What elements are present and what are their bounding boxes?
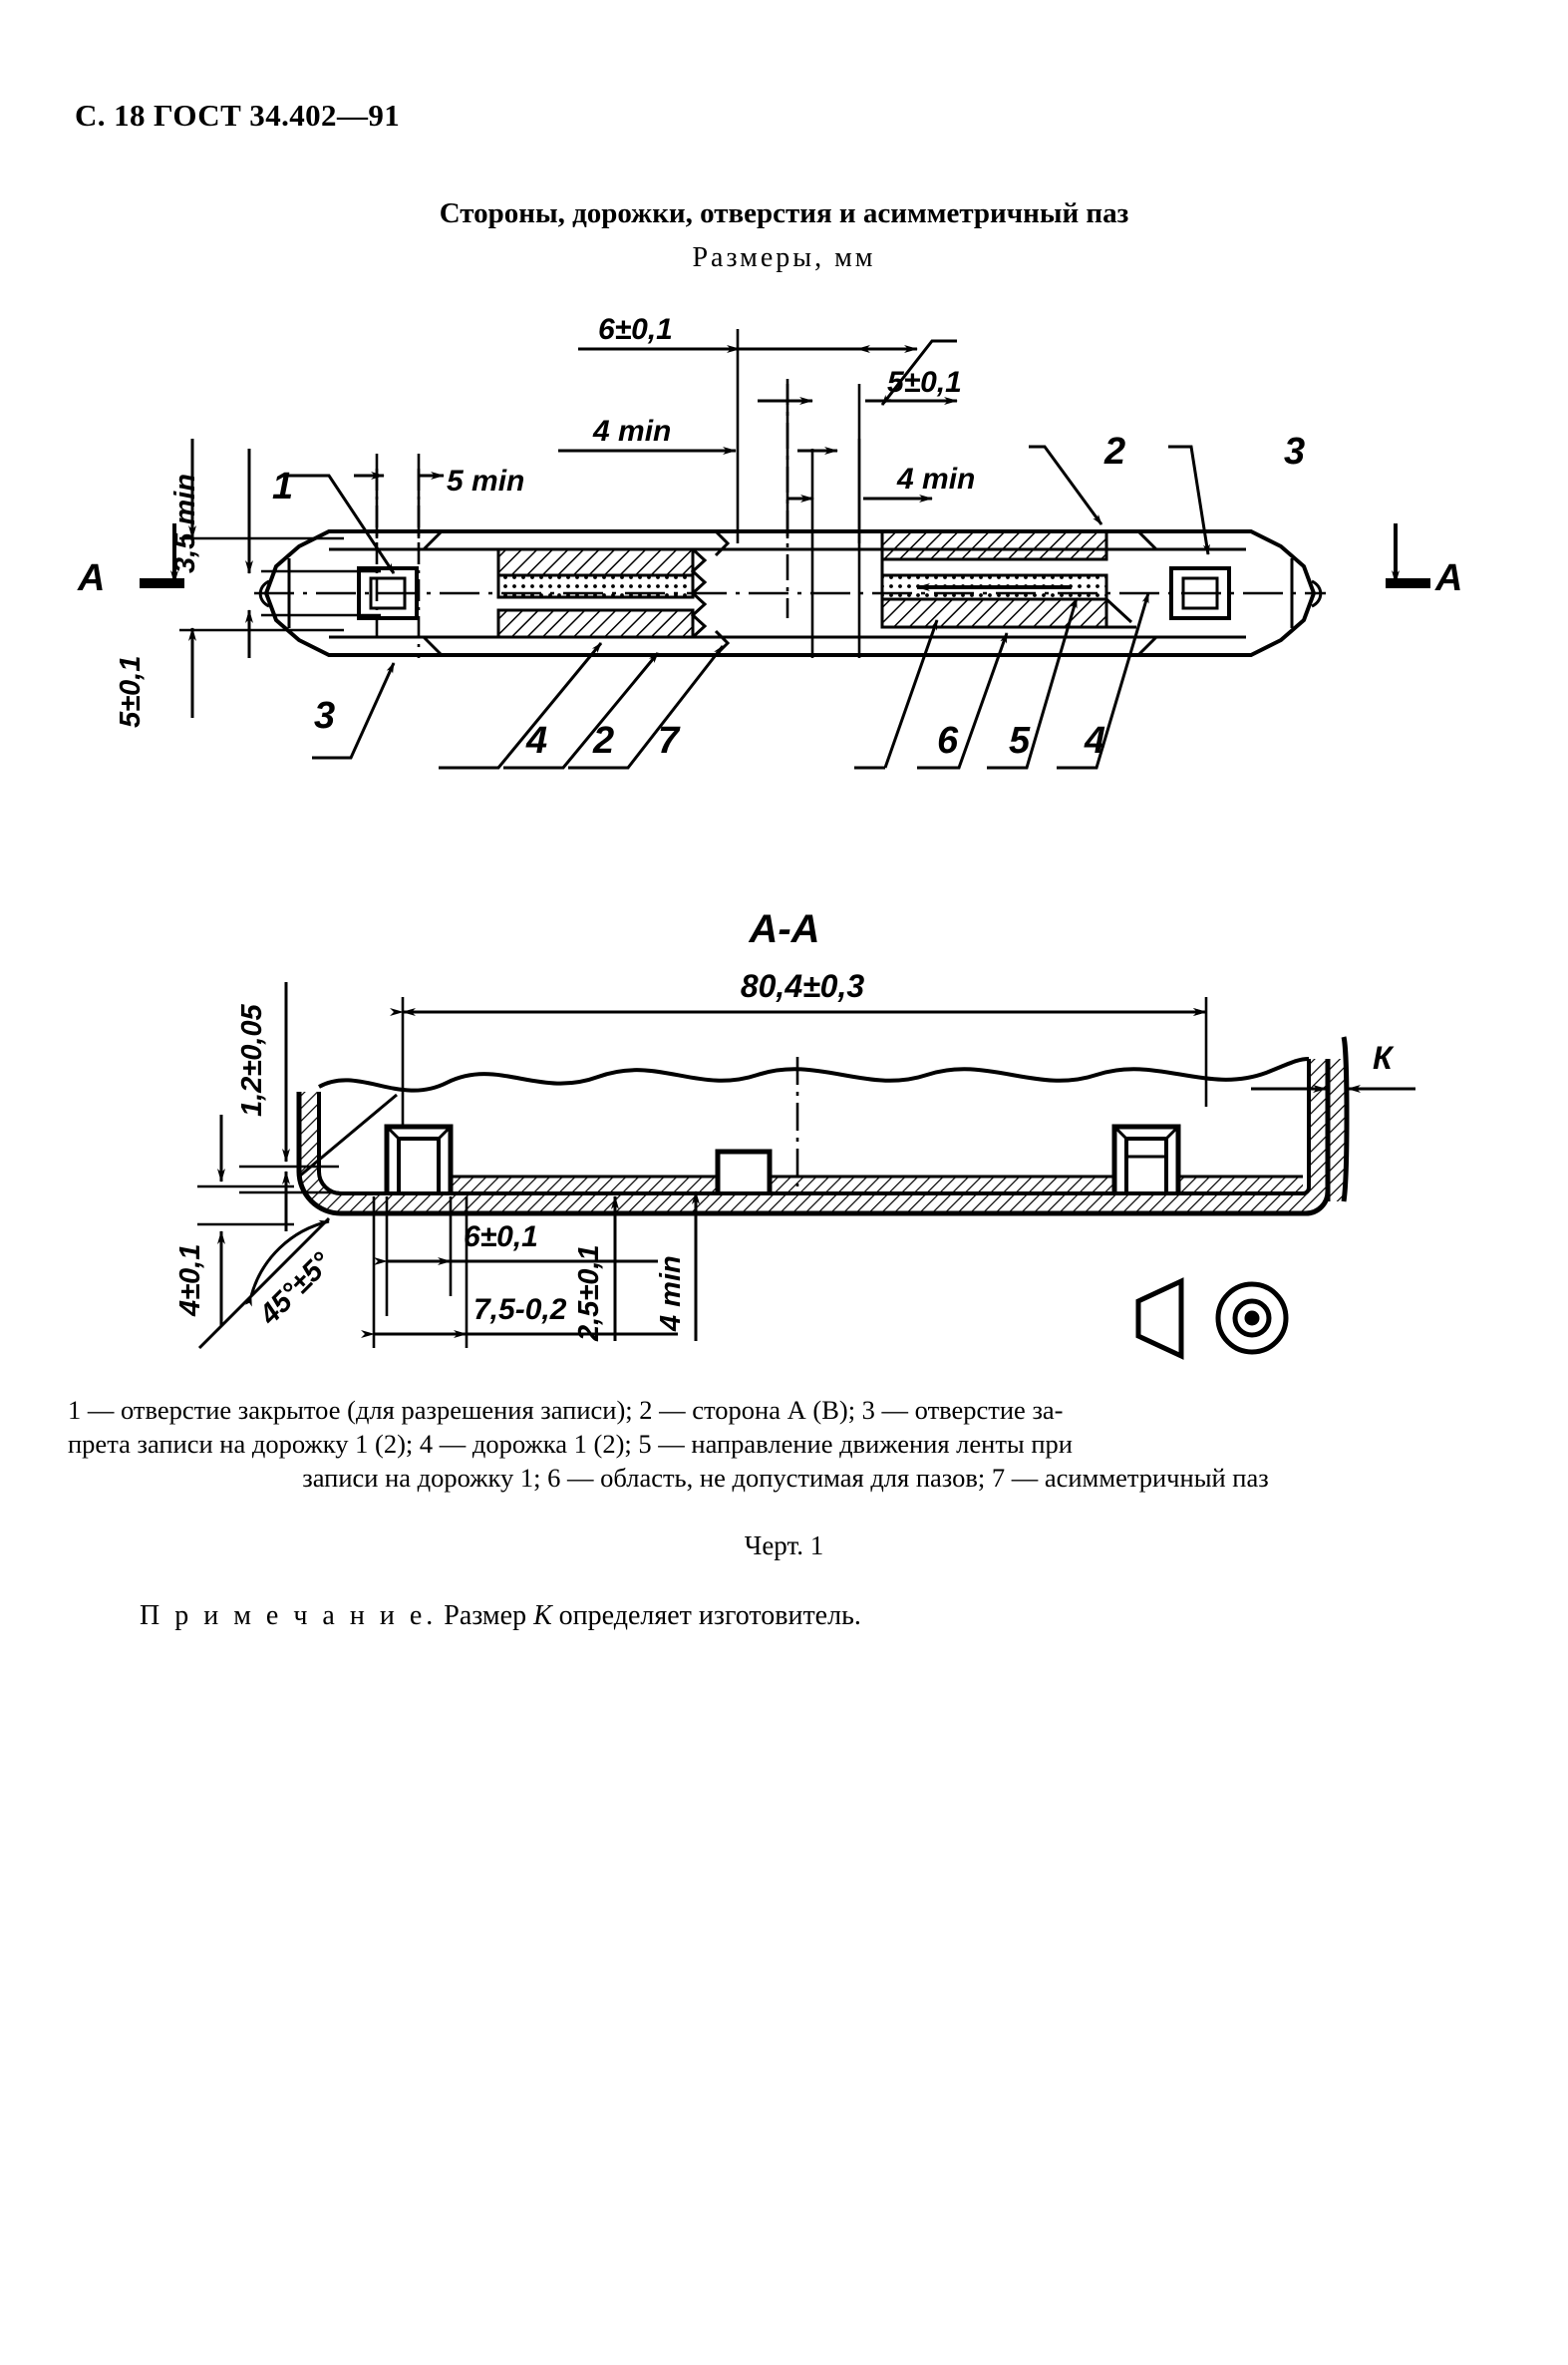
dim-4min-left: 4 min xyxy=(592,415,671,448)
note-label: П р и м е ч а н и е. xyxy=(140,1600,438,1631)
dim-804: 80,4±0,3 xyxy=(741,968,865,1004)
callout-6-bottom: 6 xyxy=(937,720,959,762)
dim-4min-sec: 4 min xyxy=(655,1255,687,1332)
dim-75: 7,5-0,2 xyxy=(473,1293,567,1326)
figure-number: Черт. 1 xyxy=(744,1530,824,1560)
callout-3-top: 3 xyxy=(1284,431,1305,473)
callout-1-top: 1 xyxy=(272,466,293,507)
callout-3-left: 3 xyxy=(314,695,335,737)
dim-5-01-left: 5±0,1 xyxy=(115,656,147,728)
dim-12: 1,2±0,05 xyxy=(236,1003,268,1117)
section-mark-right-a: А xyxy=(1434,557,1462,599)
callout-4-bottom: 4 xyxy=(525,720,547,762)
callout-5-bottom: 5 xyxy=(1009,720,1031,762)
running-head: С. 18 ГОСТ 34.402—91 xyxy=(75,98,401,133)
callout-2-top: 2 xyxy=(1103,431,1125,473)
note-text-before: Размер xyxy=(437,1600,534,1631)
section-title-a-a: А-А xyxy=(748,907,819,951)
dim-5min: 5 min xyxy=(447,465,524,498)
dim-angle: 45°±5° xyxy=(253,1246,338,1331)
dim-4min-right: 4 min xyxy=(896,463,975,496)
caption-line-1: 1 — отверстие закрытое (для разрешения з… xyxy=(68,1395,1064,1425)
note-symbol: К xyxy=(533,1600,552,1631)
figure-subtitle: Размеры, мм xyxy=(692,242,876,273)
callout-7-bottom: 7 xyxy=(658,720,681,762)
dim-5-01-top: 5±0,1 xyxy=(887,366,962,399)
figure-title: Стороны, дорожки, отверстия и асимметрич… xyxy=(439,197,1129,229)
dim-25pm01: 2,5±0,1 xyxy=(573,1244,605,1342)
callout-4-right: 4 xyxy=(1084,720,1105,762)
note-block: П р и м е ч а н и е. Размер К определяет… xyxy=(140,1600,861,1632)
caption-line-3: записи на дорожку 1; 6 — область, не доп… xyxy=(302,1462,1269,1493)
section-mark-left-a: А xyxy=(77,557,105,599)
caption-line-2: прета записи на дорожку 1 (2); 4 — дорож… xyxy=(68,1428,1073,1459)
dim-4pm01: 4±0,1 xyxy=(174,1244,206,1317)
figure-caption: 1 — отверстие закрытое (для разрешения з… xyxy=(68,1394,1503,1496)
dim-6pm01: 6±0,1 xyxy=(464,1220,538,1253)
note-text-after: определяет изготовитель. xyxy=(551,1600,861,1631)
dim-35min: 3,5 min xyxy=(169,474,201,573)
callout-2-bottom: 2 xyxy=(592,720,614,762)
dim-k: К xyxy=(1373,1040,1395,1076)
dim-6-01-top: 6±0,1 xyxy=(598,313,673,346)
